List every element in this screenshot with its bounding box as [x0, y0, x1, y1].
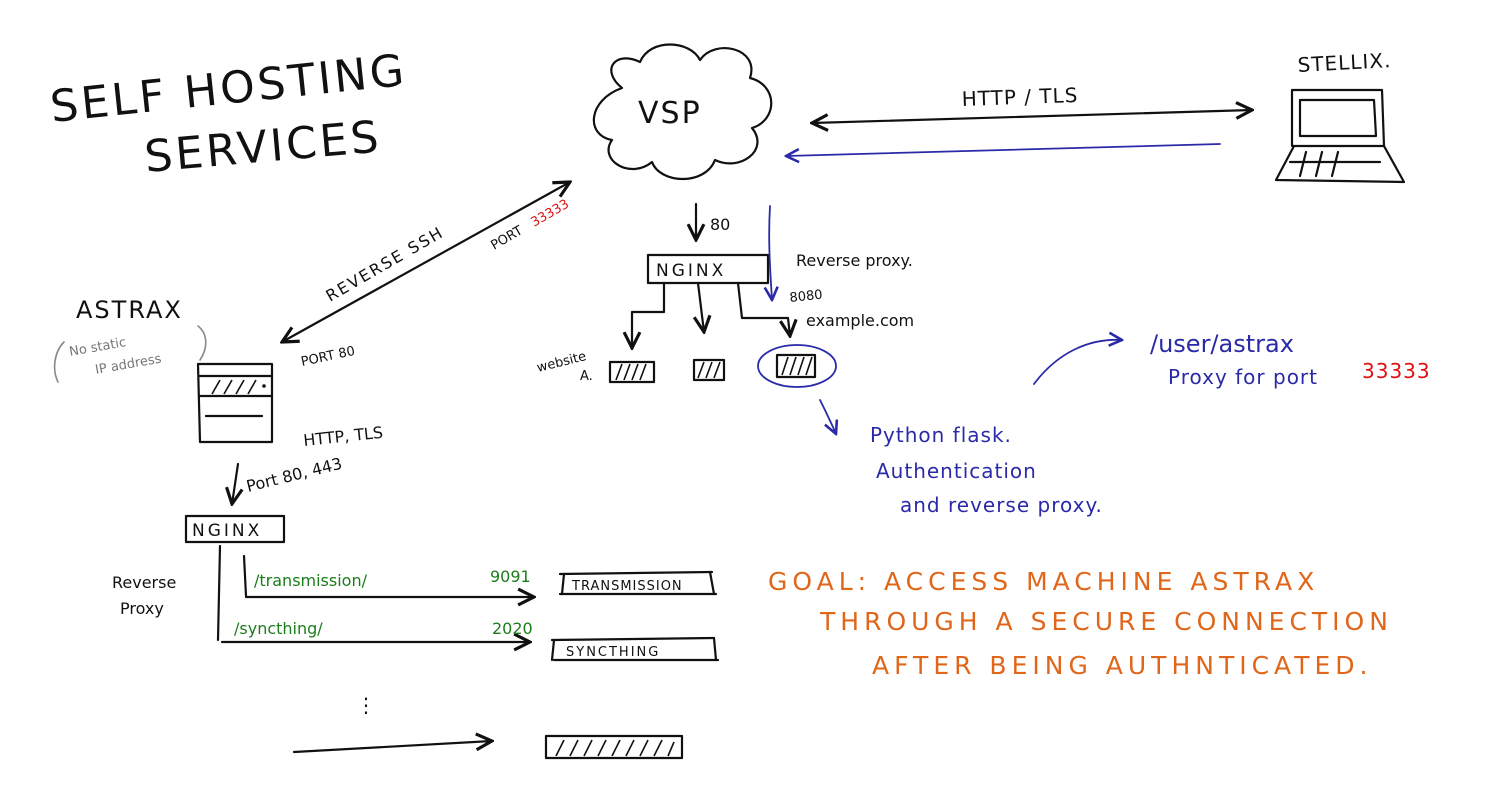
astrax-nginx-box — [184, 514, 286, 544]
route-more-arrow — [292, 741, 492, 754]
goal-line-1: GOAL: ACCESS MACHINE ASTRAX — [768, 567, 1319, 596]
tunnel-local-port: PORT 80 — [300, 344, 357, 370]
astrax-port-arrow — [232, 462, 238, 504]
title-line-2: SERVICES — [143, 111, 384, 182]
astrax-note-close-paren — [197, 325, 207, 361]
user-proxy-port: 33333 — [1362, 359, 1431, 383]
more-services-box — [544, 734, 684, 760]
astrax-proxy-trunk — [216, 544, 222, 642]
server-icon — [196, 362, 274, 444]
goal-line-2: THROUGH A SECURE CONNECTION — [819, 607, 1393, 636]
vsp-port-8080: 8080 — [789, 288, 823, 306]
flask-line-2: Authentication — [876, 459, 1037, 483]
flask-app-box — [757, 344, 837, 388]
user-path-label: /user/astrax — [1150, 330, 1294, 358]
website-a-label-2: A. — [580, 369, 593, 384]
stellix-label: STELLIX. — [1297, 48, 1392, 77]
nginx-branch-c — [736, 281, 790, 336]
flask-line-3: and reverse proxy. — [900, 493, 1103, 517]
vsp-nginx-label: NGINX — [656, 261, 726, 281]
route-transmission-path: /transmission/ — [254, 571, 368, 590]
website-a-box — [608, 360, 656, 384]
astrax-note-line-2: IP address — [94, 352, 163, 378]
nginx-branch-b — [698, 281, 704, 332]
laptop-icon — [1274, 88, 1406, 184]
astrax-note-open-paren — [53, 341, 65, 383]
astrax-nginx-label: NGINX — [192, 521, 262, 541]
syncthing-label: SYNCTHING — [566, 645, 660, 660]
http-tls-arrow — [812, 110, 1252, 123]
vsp-cloud-icon — [592, 43, 773, 181]
route-transmission-port: 9091 — [490, 567, 531, 586]
astrax-transmission-stem — [242, 554, 248, 598]
astrax-label: ASTRAX — [76, 296, 183, 324]
website-b-box — [692, 358, 726, 382]
astrax-http-label: HTTP, TLS — [302, 423, 384, 450]
flask-line-1: Python flask. — [870, 423, 1012, 447]
astrax-reverse-proxy-line-1: Reverse — [112, 573, 176, 592]
reverse-ssh-label: REVERSE SSH — [323, 222, 448, 305]
vsp-label: VSP — [638, 96, 702, 131]
http-tls-label: HTTP / TLS — [961, 83, 1078, 111]
reverse-ssh-arrow — [282, 182, 570, 342]
tunnel-port-prefix: PORT — [489, 223, 526, 253]
reverse-proxy-arrow — [769, 205, 772, 300]
vsp-nginx-box — [646, 253, 770, 285]
astrax-port-label: Port 80, 443 — [244, 454, 344, 496]
flask-arrow — [819, 399, 836, 434]
stellix-request-arrow — [786, 143, 1221, 156]
transmission-label: TRANSMISSION — [571, 579, 683, 594]
vsp-reverse-proxy-label: Reverse proxy. — [796, 251, 913, 270]
astrax-reverse-proxy-line-2: Proxy — [120, 599, 164, 618]
syncthing-box — [550, 636, 720, 662]
nginx-branch-a — [632, 281, 666, 348]
goal-line-3: AFTER BEING AUTHNTICATED. — [872, 651, 1372, 680]
route-ellipsis: ⋮ — [356, 693, 377, 717]
user-path-arrow — [1033, 340, 1122, 385]
route-syncthing-port: 2020 — [492, 619, 533, 638]
astrax-note-line-1: No static — [68, 335, 127, 360]
route-syncthing-path: /syncthing/ — [234, 619, 323, 638]
user-proxy-label: Proxy for port — [1168, 365, 1318, 389]
vsp-port-80: 80 — [710, 215, 730, 234]
vsp-example-domain: example.com — [806, 311, 914, 330]
transmission-box — [558, 570, 718, 596]
